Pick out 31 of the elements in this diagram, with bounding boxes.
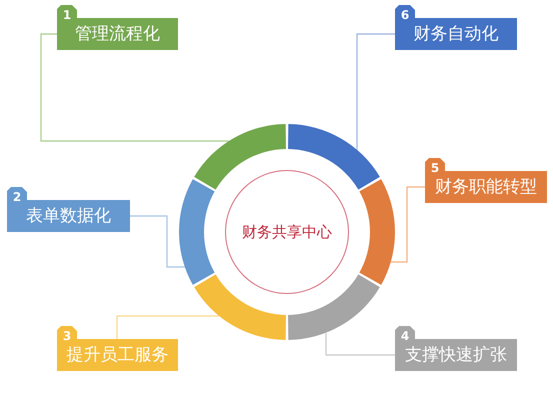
ring-segment	[194, 274, 286, 340]
tag-number: 5	[430, 162, 440, 174]
tag-title: 支撑快速扩张	[405, 345, 507, 365]
tag-number: 6	[400, 9, 410, 21]
ring-segment	[288, 274, 380, 340]
tag-title: 财务职能转型	[435, 177, 537, 197]
ring-segment	[179, 179, 215, 285]
leader-line	[40, 33, 229, 142]
leader-line	[356, 33, 395, 150]
label-tag	[395, 326, 517, 371]
tag-title: 提升员工服务	[66, 345, 168, 365]
tag-number: 3	[62, 330, 72, 342]
label-tag	[425, 158, 547, 203]
tag-number: 4	[400, 330, 410, 342]
tag-title: 财务自动化	[414, 24, 498, 44]
tag-title: 表单数据化	[26, 206, 111, 226]
tag-number: 1	[62, 9, 72, 21]
leader-line	[130, 215, 185, 268]
leader-line	[390, 186, 425, 263]
label-tag	[57, 326, 178, 371]
tag-number: 2	[12, 191, 22, 203]
center-title: 财务共享中心	[242, 223, 332, 241]
label-tag	[395, 5, 517, 50]
leader-line	[325, 332, 395, 356]
label-tag	[57, 5, 178, 50]
label-tag	[7, 187, 130, 232]
ring-segment	[359, 179, 395, 285]
ring-segment	[288, 124, 380, 190]
tag-title: 管理流程化	[75, 24, 160, 44]
ring-segment	[194, 124, 286, 190]
leader-line	[116, 315, 220, 339]
